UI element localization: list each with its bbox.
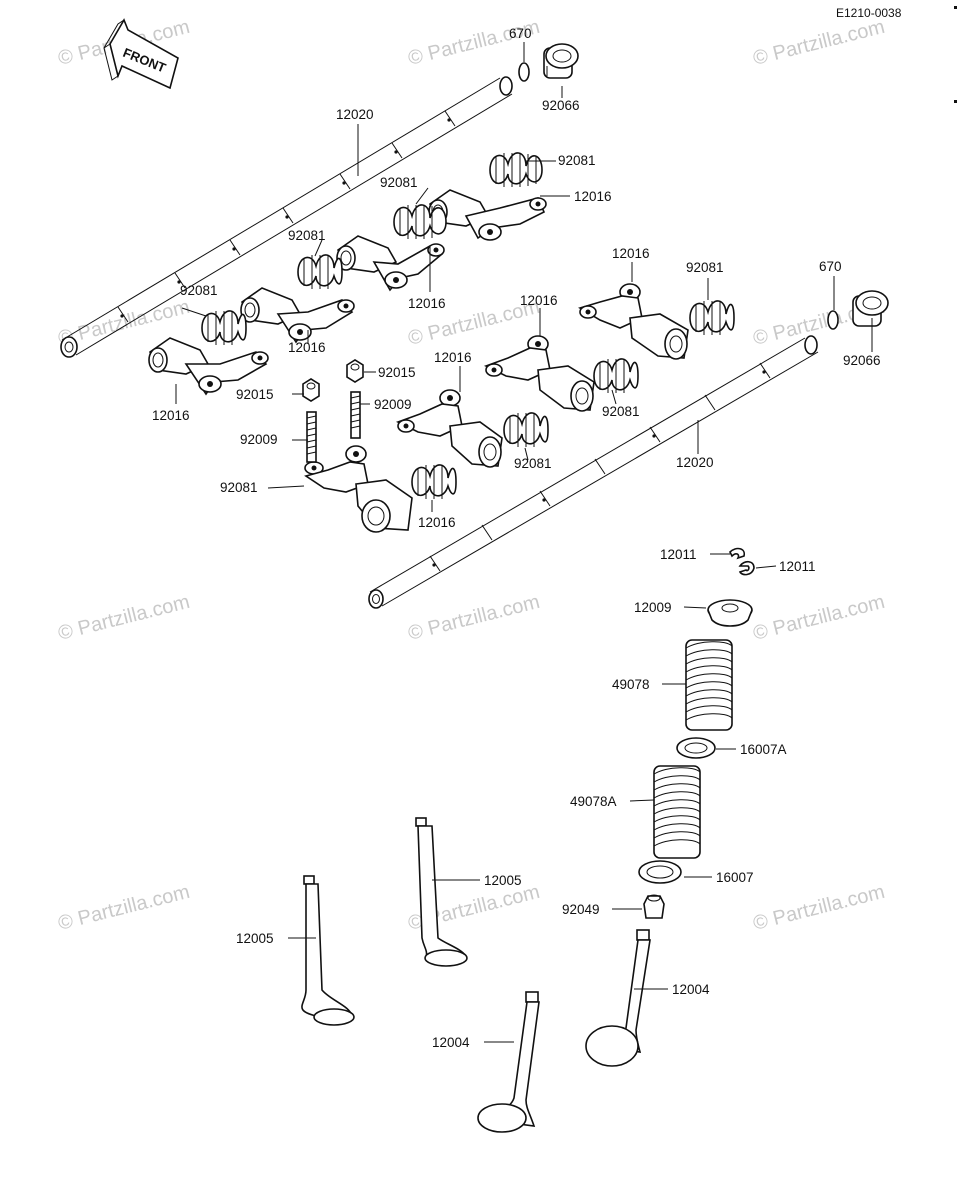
watermark: © Partzilla.com xyxy=(56,881,192,935)
rocker-spring xyxy=(393,204,447,239)
adjuster-nut xyxy=(302,378,320,402)
intake-valve xyxy=(415,817,468,967)
part-number-label: 12020 xyxy=(336,107,374,122)
part-number-label: 92015 xyxy=(378,365,416,380)
watermark: © Partzilla.com xyxy=(751,16,887,70)
valve-spring-outer xyxy=(685,639,733,731)
rocker-spring xyxy=(593,358,639,393)
part-number-label: 12004 xyxy=(672,982,710,997)
rocker-shaft-upper xyxy=(60,76,513,358)
shaft-plug-lower xyxy=(827,290,889,330)
watermark: © Partzilla.com xyxy=(406,591,542,645)
part-number-label: 92009 xyxy=(374,397,412,412)
part-number-label: 12016 xyxy=(418,515,456,530)
rocker-arm xyxy=(483,335,595,412)
part-number-label: 92066 xyxy=(843,353,881,368)
part-number-label: 12016 xyxy=(408,296,446,311)
watermark: © Partzilla.com xyxy=(406,16,542,70)
rocker-spring xyxy=(489,152,543,187)
part-number-label: 92081 xyxy=(686,260,724,275)
part-number-label: 12011 xyxy=(779,559,816,574)
part-number-label: 92081 xyxy=(380,175,418,190)
watermark-layer: © Partzilla.com © Partzilla.com © Partzi… xyxy=(56,16,887,935)
part-number-label: 92066 xyxy=(542,98,580,113)
part-number-label: 92081 xyxy=(514,456,552,471)
rocker-arm xyxy=(336,235,445,292)
rocker-spring xyxy=(411,464,457,499)
part-number-label: 12016 xyxy=(520,293,558,308)
leader-lines xyxy=(175,42,873,1043)
part-number-label: 92081 xyxy=(220,480,258,495)
diagram-code: E1210-0038 xyxy=(836,6,902,20)
exhaust-valve xyxy=(477,991,540,1133)
rocker-spring xyxy=(297,254,343,289)
corner-mark xyxy=(954,100,957,103)
rocker-arm xyxy=(148,337,269,396)
front-arrow-icon: FRONT xyxy=(103,18,179,90)
valve-keeper xyxy=(729,547,755,576)
rocker-spring xyxy=(201,310,247,345)
part-number-label: 12009 xyxy=(634,600,672,615)
rocker-arm xyxy=(304,445,413,533)
spring-seat-upper xyxy=(676,737,716,759)
part-number-label: 92081 xyxy=(288,228,326,243)
rocker-spring xyxy=(503,412,549,447)
part-number-label: 670 xyxy=(509,26,532,41)
part-number-label: 92081 xyxy=(602,404,640,419)
part-number-label: 12016 xyxy=(434,350,472,365)
part-number-label: 16007A xyxy=(740,742,787,757)
rocker-arm xyxy=(395,389,503,468)
part-number-label: 12016 xyxy=(574,189,612,204)
rocker-arm xyxy=(240,287,355,344)
spring-seat-lower xyxy=(638,860,682,884)
part-number-label: 12005 xyxy=(484,873,522,888)
rocker-arm xyxy=(428,189,547,241)
part-number-label: 12004 xyxy=(432,1035,470,1050)
part-number-label: 92081 xyxy=(558,153,596,168)
part-number-label: 16007 xyxy=(716,870,754,885)
rocker-spring xyxy=(689,300,735,335)
rocker-shaft-lower xyxy=(368,335,819,609)
part-number-label: 670 xyxy=(819,259,842,274)
exhaust-valve xyxy=(585,929,651,1067)
watermark: © Partzilla.com xyxy=(751,881,887,935)
part-number-label: 12016 xyxy=(152,408,190,423)
rocker-arm xyxy=(578,283,689,360)
part-number-label: 92009 xyxy=(240,432,278,447)
adjuster-screw xyxy=(306,411,317,463)
part-number-label: 12016 xyxy=(288,340,326,355)
intake-valve xyxy=(301,875,355,1026)
part-labels: 670 92066 12020 92081 92081 12016 92081 … xyxy=(152,26,881,1050)
adjuster-nut xyxy=(346,359,364,383)
part-number-label: 92081 xyxy=(180,283,218,298)
part-number-label: 12020 xyxy=(676,455,714,470)
watermark: © Partzilla.com xyxy=(751,591,887,645)
corner-mark xyxy=(954,6,957,9)
part-number-label: 49078A xyxy=(570,794,617,809)
part-number-label: 92015 xyxy=(236,387,274,402)
adjuster-screw xyxy=(350,391,361,439)
part-number-label: 12016 xyxy=(612,246,650,261)
valve-stem-seal xyxy=(643,894,665,919)
part-number-label: 12011 xyxy=(660,547,697,562)
part-number-label: 12005 xyxy=(236,931,274,946)
shaft-plug-upper xyxy=(518,43,579,82)
part-number-label: 92049 xyxy=(562,902,600,917)
spring-retainer xyxy=(707,599,753,627)
valve-spring-inner xyxy=(653,765,701,859)
watermark: © Partzilla.com xyxy=(56,591,192,645)
part-number-label: 49078 xyxy=(612,677,650,692)
